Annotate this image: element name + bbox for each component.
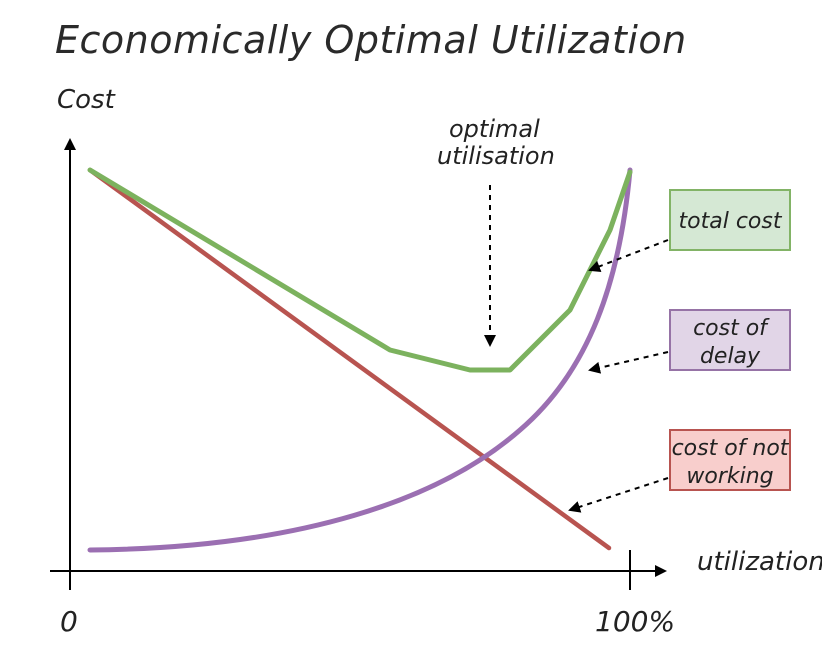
total-cost-curve	[87, 167, 633, 373]
y-axis-label: Cost	[57, 85, 116, 115]
optimal-label-line2: utilisation	[437, 142, 555, 170]
total-cost-box: total cost	[669, 189, 791, 251]
cost-of-delay-connector-arrow	[588, 351, 669, 374]
x-max-label: 100%	[595, 605, 675, 638]
total-cost-connector-arrow	[588, 239, 669, 273]
axes	[50, 138, 667, 590]
cost-of-delay-box-label-2: delay	[700, 344, 761, 369]
cost-of-not-working-box-label-1: cost of not	[672, 436, 790, 461]
cost-of-delay-curve	[87, 167, 633, 553]
cost-of-not-working-connector-arrow	[568, 477, 669, 513]
cost-of-delay-box: cost of delay	[669, 309, 791, 371]
cost-of-not-working-box: cost of not working	[669, 429, 791, 491]
x-min-label: 0	[60, 605, 78, 638]
x-axis-label: utilization	[697, 547, 822, 577]
total-cost-box-label: total cost	[679, 209, 783, 234]
cost-of-delay-box-label-1: cost of	[693, 316, 770, 341]
cost-of-not-working-box-label-2: working	[686, 464, 773, 489]
cost-of-not-working-line	[87, 167, 612, 551]
page-title: Economically Optimal Utilization	[55, 18, 687, 62]
optimal-label-line1: optimal	[449, 115, 540, 143]
